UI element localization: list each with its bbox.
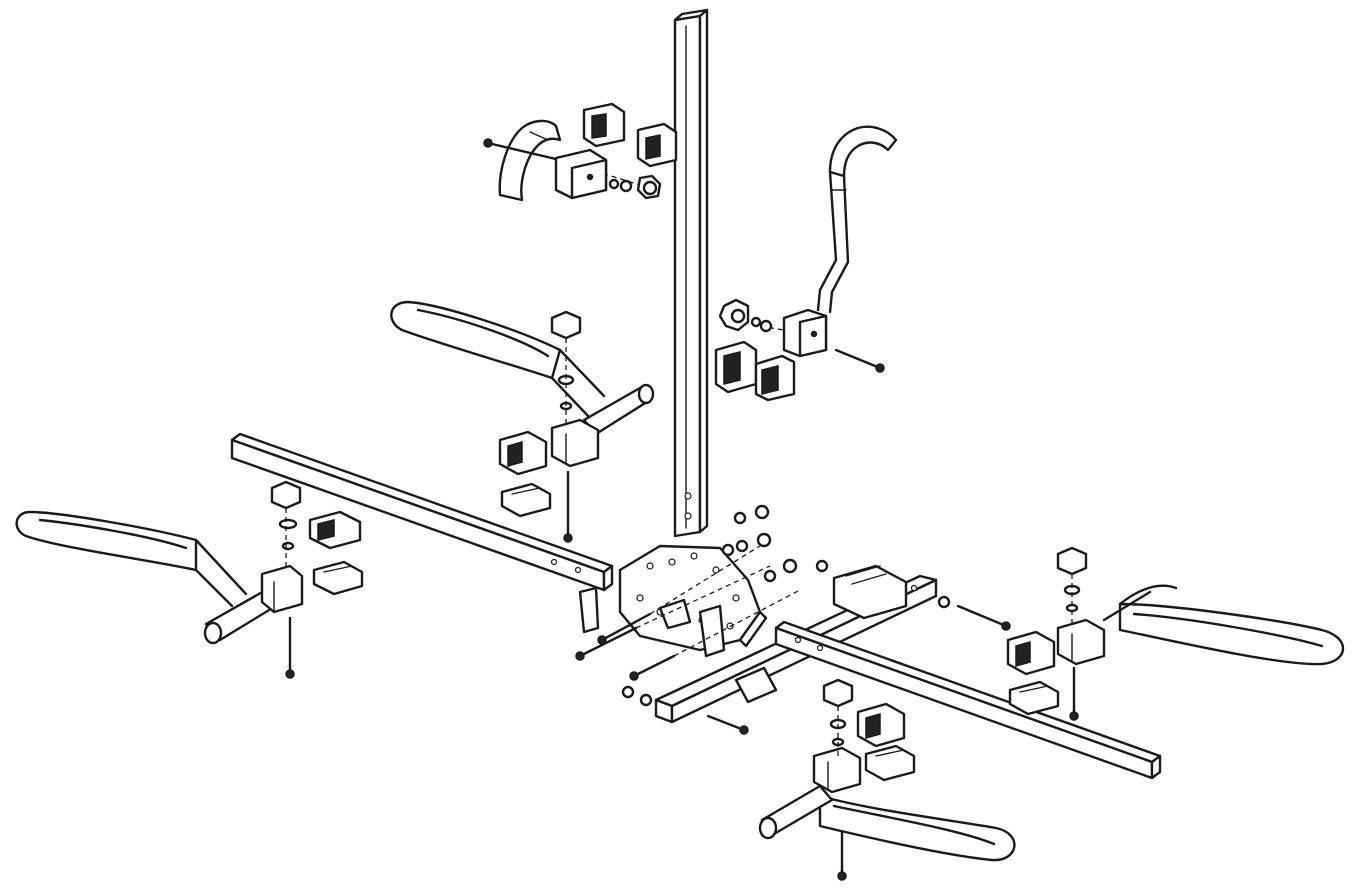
front-wheel-tray [758,678,1016,881]
upper-left-clamp-arm [483,102,678,202]
right-crossbar [774,620,1162,780]
center-mounting-plate [575,504,801,707]
vertical-mast [673,8,709,538]
left-crossbar [230,432,614,592]
middle-left-wheel-tray [390,300,655,543]
left-wheel-tray [15,480,364,679]
right-wheel-tray [1006,546,1345,721]
upper-right-clamp-arm [714,125,898,402]
